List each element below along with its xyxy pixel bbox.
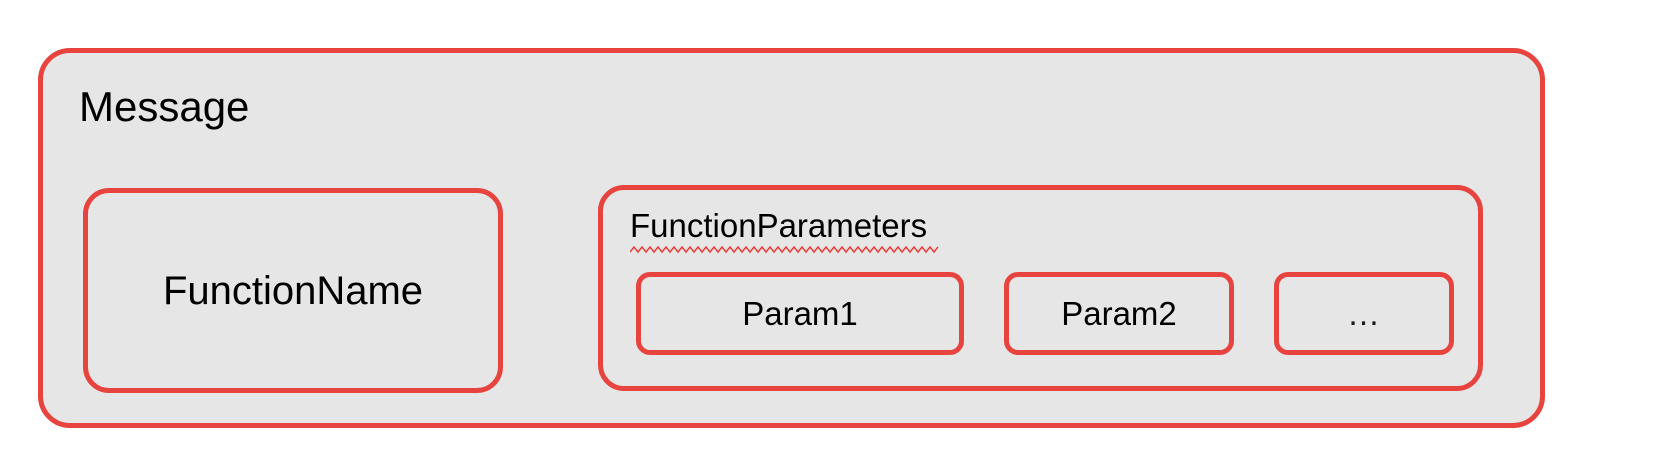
- message-block[interactable]: Message FunctionName FunctionParameters …: [38, 48, 1545, 428]
- param-chip-ellipsis-label: …: [1347, 294, 1381, 332]
- function-parameters-block[interactable]: FunctionParameters Param1 Param2 …: [598, 185, 1483, 391]
- param-chip-label: Param2: [1061, 294, 1177, 332]
- function-name-block[interactable]: FunctionName: [83, 188, 503, 393]
- param-chip[interactable]: Param1: [636, 272, 964, 355]
- message-block-title: Message: [79, 83, 250, 130]
- function-parameters-label: FunctionParameters: [630, 207, 928, 244]
- param-chip-label: Param1: [742, 294, 858, 332]
- spellcheck-squiggle-icon: [630, 246, 940, 254]
- parameters-row: Param1 Param2 …: [636, 272, 1454, 355]
- param-chip-more[interactable]: …: [1274, 272, 1454, 355]
- param-chip[interactable]: Param2: [1004, 272, 1234, 355]
- function-name-label: FunctionName: [162, 268, 424, 313]
